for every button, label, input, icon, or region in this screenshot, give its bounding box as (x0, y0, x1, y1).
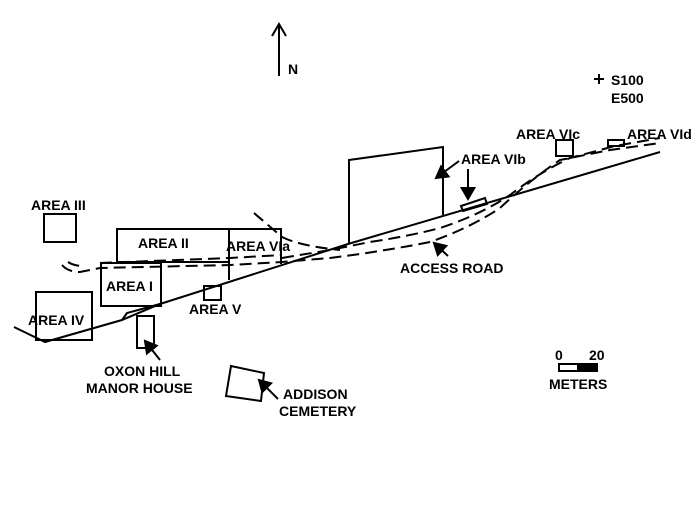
grid-ref-line1: S100 (611, 72, 644, 88)
manor-house-label-2: MANOR HOUSE (86, 380, 193, 396)
north-arrow: N (271, 22, 298, 77)
area-vic-label: AREA VIc (516, 126, 580, 142)
scale-segment-white (558, 363, 579, 372)
access-road-edge-upper (61, 142, 661, 274)
area-via-box[interactable] (229, 228, 282, 264)
area-v-label: AREA V (189, 301, 242, 317)
area-vic-box[interactable] (555, 139, 574, 157)
north-arrow-head (271, 22, 287, 37)
scale-max-label: 20 (589, 347, 605, 363)
area-i-label: AREA I (106, 278, 153, 294)
north-label: N (288, 61, 298, 77)
manor-house-label-1: OXON HILL (104, 363, 181, 379)
addison-cemetery-box[interactable] (224, 364, 266, 403)
slope-line (13, 151, 661, 344)
area-vid-label: AREA VId (627, 126, 692, 142)
area-iv-box[interactable] (35, 291, 93, 341)
area-vib-box[interactable] (459, 196, 489, 213)
addison-cemetery-label-2: CEMETERY (279, 403, 357, 419)
grid-reference: S100 E500 (594, 72, 644, 106)
scale-unit-label: METERS (549, 376, 607, 392)
grid-ref-line2: E500 (611, 90, 644, 106)
access-road-label: ACCESS ROAD (400, 260, 503, 276)
area-iii-label: AREA III (31, 197, 86, 213)
area-iv-label: AREA IV (28, 312, 85, 328)
access-road-edge-lower (281, 137, 661, 259)
manor-house-pointer (143, 339, 161, 361)
large-structure-outline[interactable] (348, 145, 444, 244)
access-road-branch (253, 212, 341, 251)
large-structure-pointer (434, 160, 460, 180)
area-i-box[interactable] (100, 262, 162, 307)
scale-segment-black (577, 363, 598, 372)
addison-cemetery-pointer (257, 378, 279, 400)
scale-min-label: 0 (555, 347, 563, 363)
access-road-pointer (432, 241, 449, 258)
scale-bar: 0 20 METERS (549, 347, 607, 392)
area-vid-box[interactable] (607, 139, 625, 147)
area-v-box[interactable] (203, 285, 222, 301)
area-vib-label: AREA VIb (461, 151, 526, 167)
area-ii-label: AREA II (138, 235, 189, 251)
addison-cemetery-label-1: ADDISON (283, 386, 348, 402)
area-via-label: AREA VIa (226, 238, 290, 254)
area-iii-box[interactable] (43, 213, 77, 243)
